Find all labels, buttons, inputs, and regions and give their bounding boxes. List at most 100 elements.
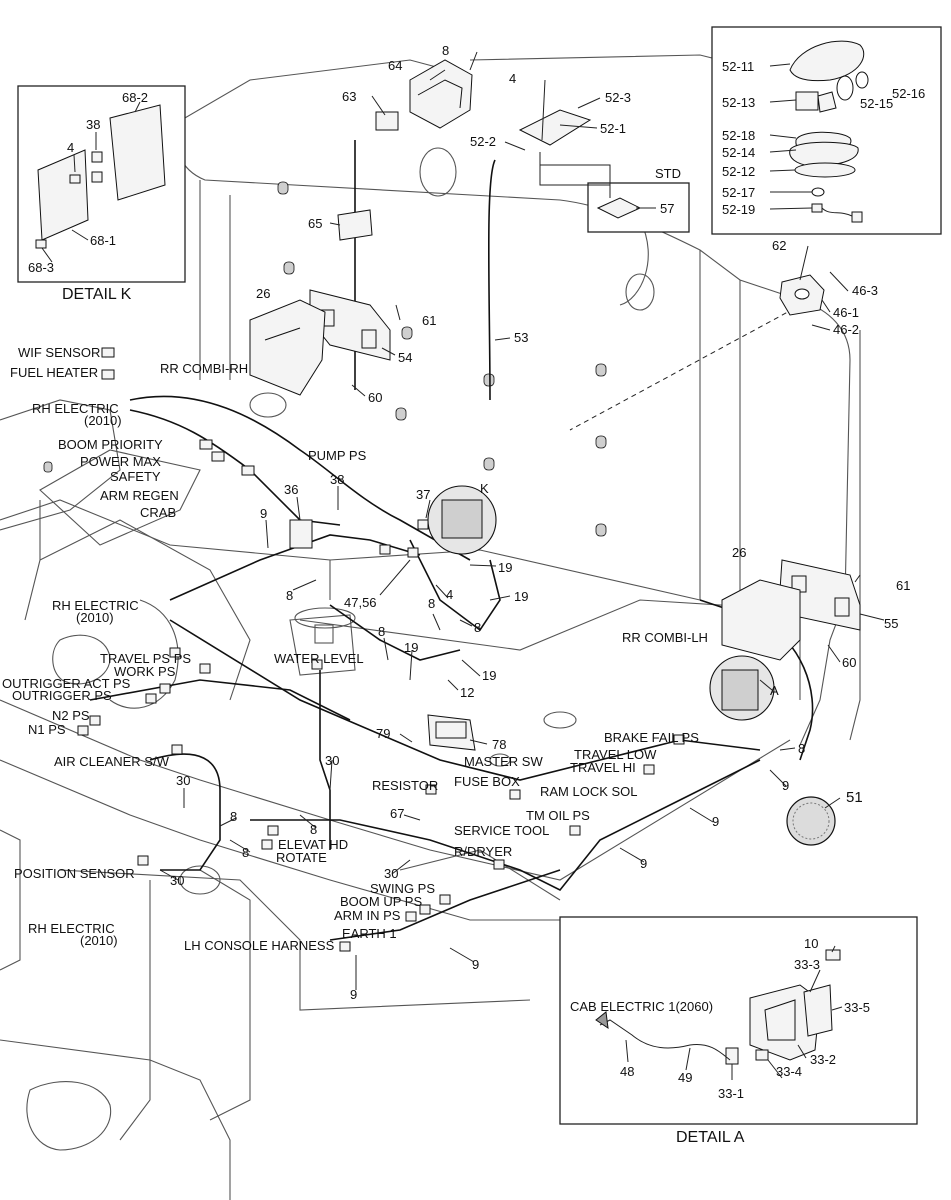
callout-61: 61 bbox=[422, 313, 436, 328]
callout-9-e: 9 bbox=[472, 957, 479, 972]
label-fuel-heater: FUEL HEATER bbox=[10, 365, 98, 380]
label-rotate: ROTATE bbox=[276, 850, 327, 865]
callout-52-2: 52-2 bbox=[470, 134, 496, 149]
callout-33-3: 33-3 bbox=[794, 957, 820, 972]
callout-4-top: 4 bbox=[509, 71, 516, 86]
label-rh-electric-2: RH ELECTRIC bbox=[52, 598, 139, 613]
label-fuse-box: FUSE BOX bbox=[454, 774, 520, 789]
callout-k: K bbox=[480, 481, 489, 496]
callout-78: 78 bbox=[492, 737, 506, 752]
label-cab-electric: CAB ELECTRIC 1(2060) bbox=[570, 999, 713, 1014]
callout-19-c: 19 bbox=[404, 640, 418, 655]
label-safety: SAFETY bbox=[110, 469, 161, 484]
label-power-max: POWER MAX bbox=[80, 454, 161, 469]
label-crab: CRAB bbox=[140, 505, 176, 520]
callout-33-4: 33-4 bbox=[776, 1064, 802, 1079]
label-brake-fail-ps: BRAKE FAIL PS bbox=[604, 730, 699, 745]
callout-67: 67 bbox=[390, 806, 404, 821]
callout-65: 65 bbox=[308, 216, 322, 231]
callout-52-14: 52-14 bbox=[722, 145, 755, 160]
callout-4-mid: 4 bbox=[446, 587, 453, 602]
callout-52-13: 52-13 bbox=[722, 95, 755, 110]
callout-9-d: 9 bbox=[640, 856, 647, 871]
callout-64: 64 bbox=[388, 58, 402, 73]
label-n1-ps: N1 PS bbox=[28, 722, 66, 737]
label-master-sw: MASTER SW bbox=[464, 754, 543, 769]
callout-9-b: 9 bbox=[782, 778, 789, 793]
label-arm-in-ps: ARM IN PS bbox=[334, 908, 401, 923]
callout-53: 53 bbox=[514, 330, 528, 345]
label-rr-combi-lh: RR COMBI-LH bbox=[622, 630, 708, 645]
callout-46-2: 46-2 bbox=[833, 322, 859, 337]
callout-33-1: 33-1 bbox=[718, 1086, 744, 1101]
label-boom-priority: BOOM PRIORITY bbox=[58, 437, 163, 452]
callout-8-i: 8 bbox=[242, 845, 249, 860]
callout-68-1: 68-1 bbox=[90, 233, 116, 248]
label-travel-low: TRAVEL LOW bbox=[574, 747, 657, 762]
label-water-level: WATER LEVEL bbox=[274, 651, 364, 666]
frame-bosses bbox=[43, 181, 607, 537]
callout-26-right: 26 bbox=[732, 545, 746, 560]
callout-68-2: 68-2 bbox=[122, 90, 148, 105]
callout-48: 48 bbox=[620, 1064, 634, 1079]
detail-a bbox=[559, 916, 918, 1125]
callout-52-19: 52-19 bbox=[722, 202, 755, 217]
callout-52-18: 52-18 bbox=[722, 128, 755, 143]
callout-54: 54 bbox=[398, 350, 412, 365]
callout-30-a: 30 bbox=[325, 753, 339, 768]
callout-46-3: 46-3 bbox=[852, 283, 878, 298]
label-air-cleaner-sw: AIR CLEANER S/W bbox=[54, 754, 170, 769]
callout-55: 55 bbox=[884, 616, 898, 631]
callout-38: 38 bbox=[86, 117, 100, 132]
callout-60: 60 bbox=[368, 390, 382, 405]
label-outrigger-act-ps: OUTRIGGER ACT PS bbox=[2, 676, 131, 691]
callout-19-a: 19 bbox=[498, 560, 512, 575]
callout-8-f: 8 bbox=[798, 741, 805, 756]
callout-26: 26 bbox=[256, 286, 270, 301]
detail-a-title: DETAIL A bbox=[676, 1129, 745, 1146]
callout-79: 79 bbox=[376, 726, 390, 741]
callout-52-15: 52-15 bbox=[860, 96, 893, 111]
callout-46-1: 46-1 bbox=[833, 305, 859, 320]
callout-19-b: 19 bbox=[514, 589, 528, 604]
callout-52-1: 52-1 bbox=[600, 121, 626, 136]
label-rh-electric-2-code: (2010) bbox=[76, 610, 114, 625]
callout-8-b: 8 bbox=[286, 588, 293, 603]
leader-lines bbox=[159, 51, 885, 990]
detail-k bbox=[17, 85, 186, 283]
callout-33-5: 33-5 bbox=[844, 1000, 870, 1015]
callout-37: 37 bbox=[416, 487, 430, 502]
label-ram-lock-sol: RAM LOCK SOL bbox=[540, 784, 638, 799]
components bbox=[77, 59, 861, 952]
label-rh-electric-1-code: (2010) bbox=[84, 413, 122, 428]
callout-63: 63 bbox=[342, 89, 356, 104]
label-n2-ps: N2 PS bbox=[52, 708, 90, 723]
callout-62: 62 bbox=[772, 238, 786, 253]
detail-std bbox=[539, 152, 690, 233]
callout-52-17: 52-17 bbox=[722, 185, 755, 200]
callout-61-right: 61 bbox=[896, 578, 910, 593]
callout-52-16: 52-16 bbox=[892, 86, 925, 101]
label-travel-ps: TRAVEL PS PS bbox=[100, 651, 191, 666]
callout-38-main: 38 bbox=[330, 472, 344, 487]
callout-30-c: 30 bbox=[384, 866, 398, 881]
label-position-sensor: POSITION SENSOR bbox=[14, 866, 135, 881]
callout-52-3: 52-3 bbox=[605, 90, 631, 105]
callout-52-12: 52-12 bbox=[722, 164, 755, 179]
callout-33-2: 33-2 bbox=[810, 1052, 836, 1067]
callout-8-h: 8 bbox=[310, 822, 317, 837]
detail-rear-light bbox=[711, 26, 942, 235]
callout-36: 36 bbox=[284, 482, 298, 497]
callout-9: 9 bbox=[260, 506, 267, 521]
dashed-leader bbox=[569, 299, 811, 431]
callout-49: 49 bbox=[678, 1070, 692, 1085]
callout-47-56: 47,56 bbox=[344, 595, 377, 610]
label-rr-combi-rh: RR COMBI-RH bbox=[160, 361, 248, 376]
callout-30-d: 30 bbox=[170, 873, 184, 888]
callout-8-g: 8 bbox=[230, 809, 237, 824]
callout-30-b: 30 bbox=[176, 773, 190, 788]
label-arm-regen: ARM REGEN bbox=[100, 488, 179, 503]
std-title: STD bbox=[655, 166, 681, 181]
